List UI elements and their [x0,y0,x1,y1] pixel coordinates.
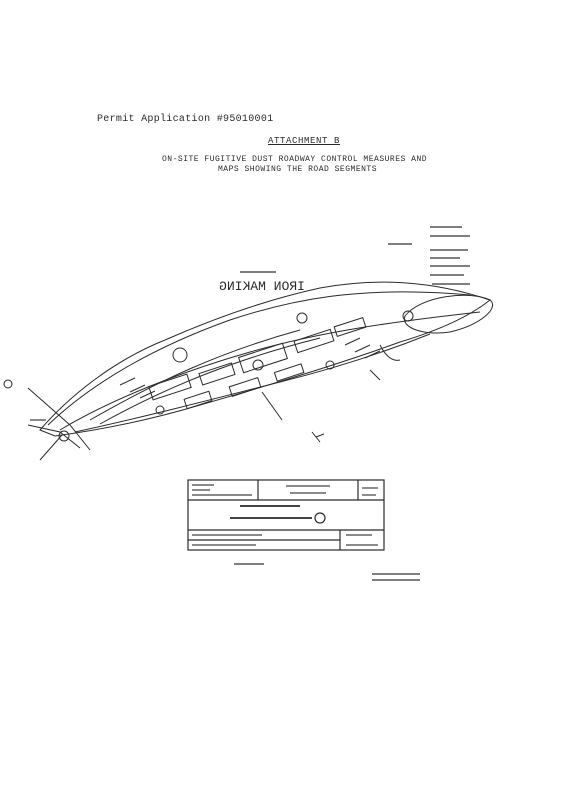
description-line-2: MAPS SHOWING THE ROAD SEGMENTS [218,165,378,174]
approach-road-2 [27,424,81,449]
oval-track [403,294,493,334]
road-upper [47,291,471,426]
plant-outline [39,281,492,437]
approach-road-3 [39,434,63,461]
rail-line-2 [99,337,321,425]
permit-application-number: Permit Application #95010001 [97,114,274,125]
plant-label: IRON MAKING [219,279,305,294]
road-mid [59,311,481,431]
title-block [187,479,385,551]
north-arrow [311,431,325,443]
road-lower [74,333,431,433]
rail-line [89,329,301,421]
annotation-line [261,391,283,421]
description-line-1: ON-SITE FUGITIVE DUST ROADWAY CONTROL ME… [162,155,428,164]
approach-road-1 [27,387,91,451]
attachment-title: ATTACHMENT B [268,136,341,146]
